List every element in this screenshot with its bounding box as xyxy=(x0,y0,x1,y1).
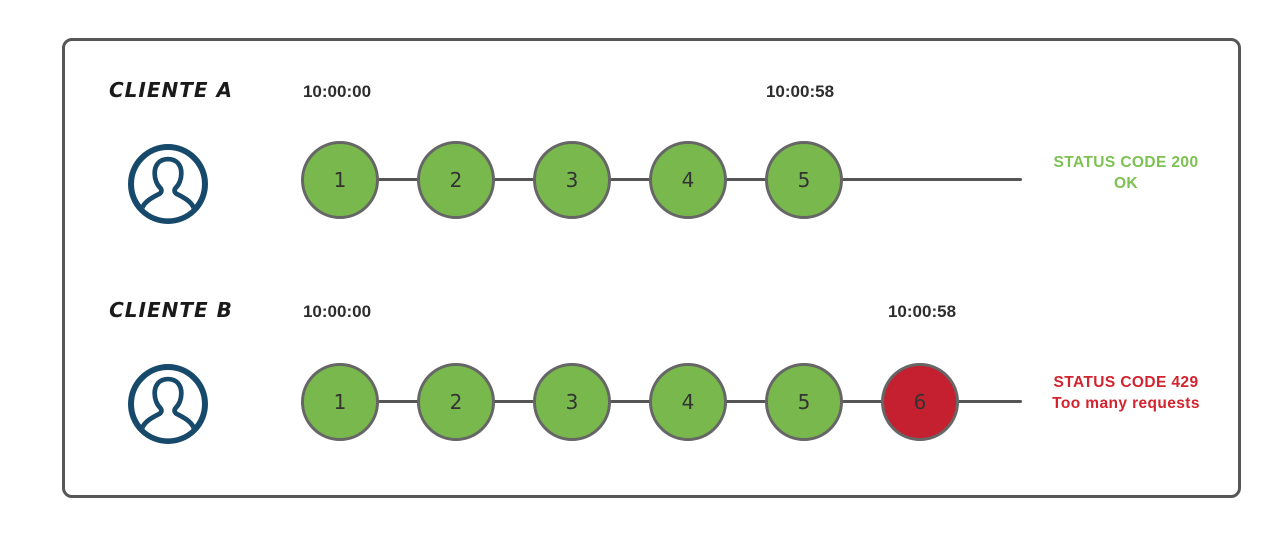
status-message-line: OK xyxy=(1113,175,1139,192)
request-circle: 2 xyxy=(417,363,495,441)
status-code-line: STATUS CODE 200 xyxy=(1053,154,1199,171)
request-circle: 3 xyxy=(533,141,611,219)
client-b-window-start: 10:00:00 xyxy=(302,302,372,321)
client-a-window-end: 10:00:58 xyxy=(765,82,835,101)
request-circle: 4 xyxy=(649,363,727,441)
status-message-line: Too many requests xyxy=(1052,395,1200,412)
request-circle: 4 xyxy=(649,141,727,219)
client-b-window-end: 10:00:58 xyxy=(887,302,957,321)
client-b-label: CLIENTE B xyxy=(109,298,233,322)
client-a-label: CLIENTE A xyxy=(108,78,233,102)
client-a-window-start: 10:00:00 xyxy=(302,82,372,101)
client-b-status: STATUS CODE 429 Too many requests xyxy=(1026,372,1226,414)
request-circle: 5 xyxy=(765,363,843,441)
diagram-frame xyxy=(62,38,1241,498)
status-code-line: STATUS CODE 429 xyxy=(1053,374,1199,391)
request-circle: 2 xyxy=(417,141,495,219)
request-circle: 5 xyxy=(765,141,843,219)
request-circle-rate-limited: 6 xyxy=(881,363,959,441)
client-a-status: STATUS CODE 200 OK xyxy=(1026,152,1226,194)
user-avatar-icon xyxy=(125,361,211,447)
user-avatar-icon xyxy=(125,141,211,227)
request-circle: 1 xyxy=(301,363,379,441)
request-circle: 3 xyxy=(533,363,611,441)
request-circle: 1 xyxy=(301,141,379,219)
